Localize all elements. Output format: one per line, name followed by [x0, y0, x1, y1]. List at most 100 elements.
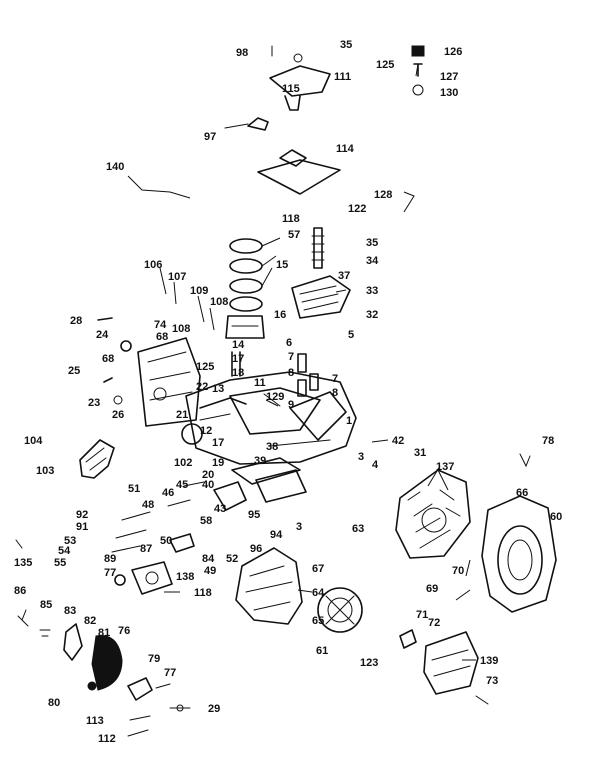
callout-79: 79: [148, 653, 160, 665]
callout-125: 125: [376, 59, 394, 71]
callout-1: 1: [346, 415, 352, 427]
callout-38: 38: [266, 441, 278, 453]
callout-49: 49: [204, 565, 216, 577]
callout-127: 127: [440, 71, 458, 83]
callout-122: 122: [348, 203, 366, 215]
camshaft: [231, 457, 307, 503]
callout-137: 137: [436, 461, 454, 473]
callout-86: 86: [14, 585, 26, 597]
crankcase-cover: [137, 337, 201, 427]
callout-130: 130: [440, 87, 458, 99]
callout-28: 28: [70, 315, 82, 327]
callout-54: 54: [58, 545, 71, 557]
callout-138: 138: [176, 571, 194, 583]
callout-40: 40: [202, 479, 214, 491]
callout-35b: 35: [366, 237, 378, 249]
callout-39: 39: [254, 455, 266, 467]
piston: [225, 315, 265, 339]
callout-51: 51: [128, 483, 140, 495]
callout-69: 69: [426, 583, 438, 595]
cylinder-head: [291, 275, 351, 319]
callout-77: 77: [104, 567, 116, 579]
fuel-tank-bracket: [257, 149, 341, 195]
leader-lines: [127, 63, 476, 661]
callout-104: 104: [24, 435, 43, 447]
callout-108: 108: [210, 296, 228, 308]
callout-61: 61: [316, 645, 328, 657]
callout-57: 57: [288, 229, 300, 241]
callout-21: 21: [176, 409, 188, 421]
callout-113: 113: [86, 715, 104, 727]
callout-4: 4: [372, 459, 379, 471]
callout-82: 82: [84, 615, 96, 627]
callout-8: 8: [288, 367, 294, 379]
callout-103: 103: [36, 465, 54, 477]
engine-block: [181, 371, 357, 465]
callout-68b: 68: [102, 353, 114, 365]
callout-106: 106: [144, 259, 162, 271]
callout-6: 6: [286, 337, 292, 349]
callout-89: 89: [104, 553, 116, 565]
callout-118: 118: [282, 213, 300, 225]
callout-3b: 3: [296, 521, 302, 533]
callout-7: 7: [288, 351, 294, 363]
callout-112: 112: [98, 733, 116, 745]
callouts: 98 35 126 125 127 130 111 115 97 114 140…: [14, 39, 562, 745]
callout-114: 114: [336, 143, 355, 155]
callout-139: 139: [480, 655, 498, 667]
callout-9: 9: [288, 399, 294, 411]
flywheel: [395, 469, 471, 559]
callout-17: 17: [232, 353, 244, 365]
callout-108b: 108: [172, 323, 190, 335]
callout-111: 111: [334, 71, 351, 83]
callout-129: 129: [266, 391, 284, 403]
callout-91: 91: [76, 521, 88, 533]
callout-64: 64: [312, 587, 325, 599]
callout-24: 24: [96, 329, 109, 341]
callout-43: 43: [214, 503, 226, 515]
callout-37: 37: [338, 270, 350, 282]
callout-126: 126: [444, 46, 462, 58]
callout-45: 45: [176, 479, 188, 491]
callout-11: 11: [254, 377, 266, 389]
governor-linkage: [199, 351, 281, 409]
starter-cup: [317, 587, 363, 633]
bolt-washer-set: [411, 45, 425, 96]
callout-42: 42: [392, 435, 404, 447]
blower-housing: [235, 547, 303, 625]
callout-74: 74: [154, 319, 167, 331]
callout-76: 76: [118, 625, 130, 637]
callout-3: 3: [358, 451, 364, 463]
callout-96: 96: [250, 543, 262, 555]
callout-58: 58: [200, 515, 212, 527]
callout-85: 85: [40, 599, 52, 611]
callout-26: 26: [112, 409, 124, 421]
callout-20: 20: [202, 469, 214, 481]
callout-115: 115: [282, 83, 300, 95]
callout-81: 81: [98, 627, 110, 639]
starter-pawl: [127, 677, 191, 737]
callout-33: 33: [366, 285, 378, 297]
callout-17b: 17: [212, 437, 224, 449]
callout-72: 72: [428, 617, 440, 629]
starter-pulley: [63, 623, 123, 691]
callout-25: 25: [68, 365, 80, 377]
callout-5: 5: [348, 329, 354, 341]
callout-8b: 8: [332, 387, 338, 399]
callout-77b: 77: [164, 667, 176, 679]
callout-135: 135: [14, 557, 32, 569]
connecting-rod: [167, 481, 247, 511]
fan-shroud: [481, 495, 557, 613]
callout-34: 34: [366, 255, 379, 267]
callout-68: 68: [156, 331, 168, 343]
dipstick-small-parts: [97, 317, 132, 405]
callout-78: 78: [542, 435, 554, 447]
screw-set-left: [15, 539, 51, 637]
callout-52: 52: [226, 553, 238, 565]
callout-23: 23: [88, 397, 100, 409]
callout-73: 73: [486, 675, 498, 687]
callout-71: 71: [416, 609, 428, 621]
callout-55: 55: [54, 557, 66, 569]
callout-140: 140: [106, 161, 124, 173]
